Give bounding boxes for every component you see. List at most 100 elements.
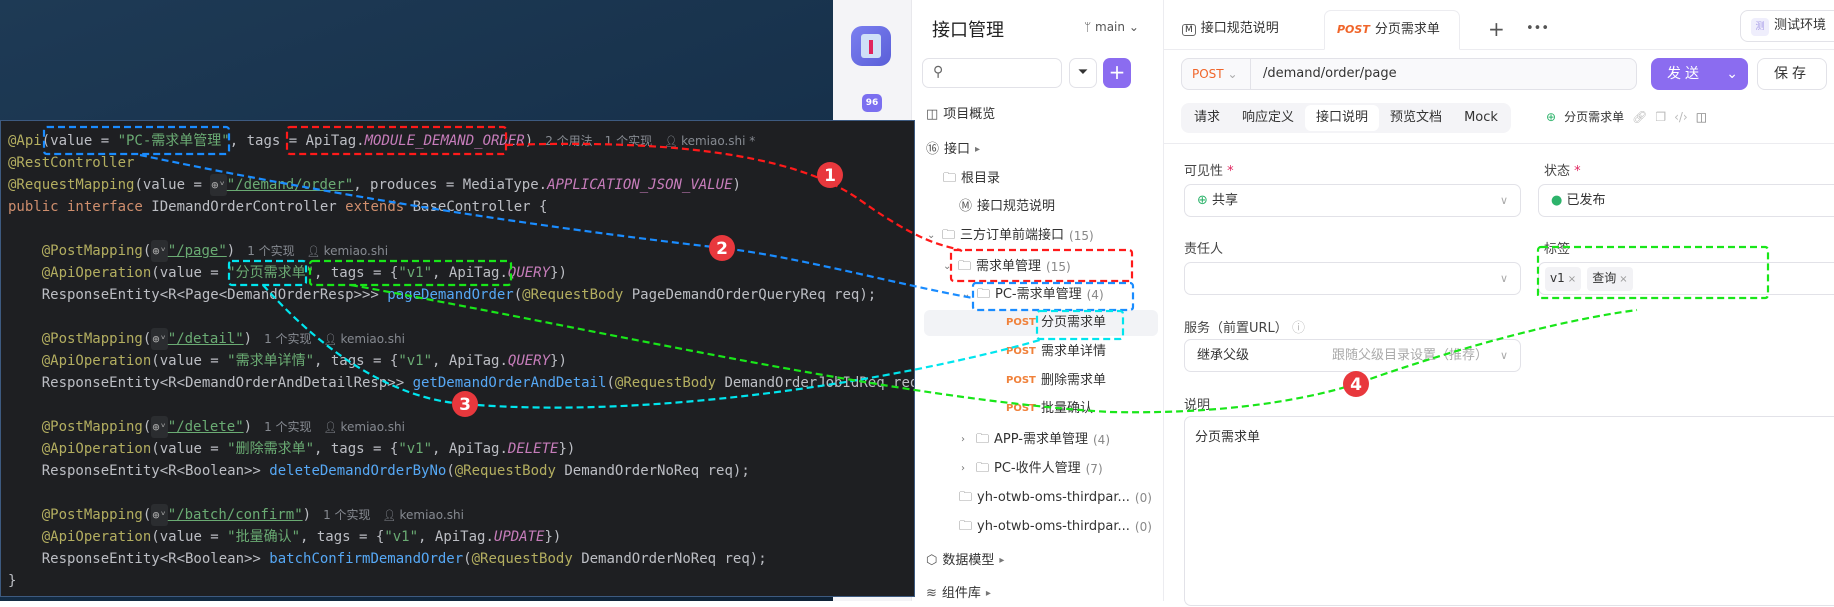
send-button[interactable]: 发送⌄ [1651, 58, 1748, 90]
panel-toggle-icon[interactable]: ◫ [1695, 109, 1708, 124]
subtab[interactable]: 请求 [1194, 110, 1221, 125]
code-hint[interactable]: kemiao.shi * [681, 134, 756, 148]
visibility-select[interactable]: ⊕ 共享∨ [1184, 184, 1521, 217]
link-icon[interactable]: 🔗︎ [1632, 109, 1648, 124]
globe-icon[interactable]: ⊕ᵛ [151, 504, 168, 526]
url-input[interactable]: /demand/order/page [1250, 58, 1637, 90]
subtab[interactable]: 接口说明 [1305, 105, 1380, 131]
globe-icon[interactable]: ⊕ᵛ [151, 416, 168, 438]
more-tabs-button[interactable]: ••• [1514, 10, 1561, 50]
code-line: @PostMapping(⊕ᵛ"/detail")1 个实现👤︎kemiao.s… [1, 328, 914, 350]
visibility-value: 共享 [1212, 193, 1239, 208]
tree-item[interactable]: ⌄🗀三方订单前端接口(15) [927, 223, 1094, 249]
tree-item[interactable]: ⌄🗀PC-需求单管理(4) [962, 282, 1104, 308]
tree-item[interactable]: ⬡数据模型▸ [926, 548, 1009, 574]
layers-icon: ≋ [926, 586, 937, 601]
code-hint[interactable]: 1 个实现 [247, 244, 295, 258]
chevron-down-icon[interactable]: ⌄ [1726, 66, 1738, 82]
code-token [8, 353, 42, 369]
status-value: 已发布 [1566, 193, 1606, 208]
tree-item[interactable]: ◫项目概览 [926, 102, 995, 128]
code-line: @Api(value = "PC-需求单管理", tags = ApiTag.M… [1, 130, 914, 152]
env-label: 测试环境 [1774, 18, 1827, 33]
code-editor[interactable]: @Api(value = "PC-需求单管理", tags = ApiTag.M… [0, 120, 915, 597]
code-hint[interactable]: 1 个实现 [323, 508, 371, 522]
copy-icon[interactable]: ❐ [1655, 109, 1667, 124]
code-hint[interactable]: kemiao.shi [399, 508, 464, 522]
new-tab-button[interactable]: + [1476, 10, 1517, 50]
close-icon[interactable]: × [1567, 274, 1577, 285]
environment-selector[interactable]: 测测试环境 [1740, 10, 1834, 42]
tree-item[interactable]: 🗀yh-otwb-oms-thirdpar...(0) [959, 485, 1152, 511]
add-button[interactable]: + [1103, 58, 1131, 88]
caret-icon[interactable]: ▸ [999, 555, 1005, 566]
service-select[interactable]: 继承父级跟随父级目录设置（推荐）∨ [1184, 339, 1521, 372]
method-select[interactable]: POST ⌄ [1181, 58, 1251, 90]
search-input[interactable]: ⚲ [922, 58, 1062, 88]
tree-item[interactable]: 🗀yh-otwb-oms-thirdpar...(0) [959, 514, 1152, 540]
code-token: ( [142, 507, 152, 523]
code-line: @PostMapping(⊕ᵛ"/batch/confirm")1 个实现👤︎k… [1, 504, 914, 526]
code-token [8, 441, 42, 457]
code-hint[interactable]: 2 个用法 [545, 134, 593, 148]
description-textarea[interactable]: 分页需求单 [1184, 416, 1834, 606]
status-select[interactable]: ● 已发布 [1538, 184, 1834, 217]
code-hint[interactable]: 1 个实现 [264, 420, 312, 434]
caret-icon[interactable]: ▸ [975, 144, 981, 155]
code-hint[interactable]: kemiao.shi [340, 332, 405, 346]
subtab[interactable]: Mock [1464, 110, 1498, 125]
chevron-down-icon[interactable]: ⌄ [927, 230, 936, 241]
globe-icon[interactable]: ⊕ᵛ [210, 174, 227, 196]
tree-item[interactable]: 🗀根目录 [943, 166, 1000, 192]
tree-item-label: APP-需求单管理 [994, 432, 1088, 447]
caret-icon[interactable]: ▸ [985, 588, 991, 599]
filter-icon: ⏷ [1077, 65, 1089, 80]
chevron-down-icon: ∨ [1499, 272, 1508, 285]
close-icon[interactable]: × [1619, 274, 1628, 285]
branch-selector[interactable]: ᛘ main ⌄ [1084, 20, 1139, 34]
tree-item[interactable]: ≋组件库▸ [926, 581, 996, 607]
tree-item-label: 需求单管理 [976, 259, 1042, 274]
owner-select[interactable]: ∨ [1184, 262, 1521, 295]
tree-item[interactable]: ›🗀PC-收件人管理(7) [961, 456, 1103, 482]
code-token: "PC-需求单管理" [117, 133, 230, 149]
save-button[interactable]: 保存 [1757, 58, 1827, 90]
tree-item[interactable]: ›🗀APP-需求单管理(4) [961, 427, 1110, 453]
tags-input[interactable]: v1× 查询× [1538, 262, 1834, 295]
code-token: } [8, 573, 17, 589]
code-hint[interactable]: kemiao.shi [323, 244, 389, 258]
tree-item[interactable]: ⌄🗀需求单管理(15) [943, 254, 1071, 280]
code-token: ResponseEntity<R<DemandOrderAndDetailRes… [8, 375, 413, 391]
chevron-right-icon[interactable]: › [961, 434, 965, 445]
code-hint[interactable]: kemiao.shi [340, 420, 405, 434]
code-hint[interactable]: 1 个实现 [604, 134, 653, 148]
code-token [8, 507, 42, 523]
project-avatar[interactable] [851, 26, 891, 66]
subtab[interactable]: 响应定义 [1242, 110, 1295, 125]
chevron-down-icon[interactable]: ⌄ [943, 261, 952, 272]
globe-icon[interactable]: ⊕ᵛ [151, 240, 168, 262]
chevron-right-icon[interactable]: › [961, 463, 965, 474]
code-hint[interactable]: 1 个实现 [264, 332, 312, 346]
api-icon[interactable]: 96 [862, 94, 882, 112]
tree-item-label: 接口 [944, 142, 971, 157]
code-line: @ApiOperation(value = "分页需求单", tags = {"… [1, 262, 914, 284]
api-info-bar: ⊕ 分页需求单 🔗︎ ❐ ‹/› ◫ [1546, 108, 1707, 125]
code-line: ResponseEntity<R<Boolean>> batchConfirmD… [1, 548, 914, 570]
code-token: (value = [151, 265, 228, 281]
subtab[interactable]: 预览文档 [1390, 110, 1443, 125]
filter-button[interactable]: ⏷ [1069, 58, 1097, 88]
tree-item-label: PC-收件人管理 [994, 461, 1081, 476]
globe-icon[interactable]: ⊕ᵛ [151, 328, 168, 350]
chevron-down-icon[interactable]: ⌄ [962, 289, 971, 300]
code-icon[interactable]: ‹/› [1674, 109, 1688, 124]
